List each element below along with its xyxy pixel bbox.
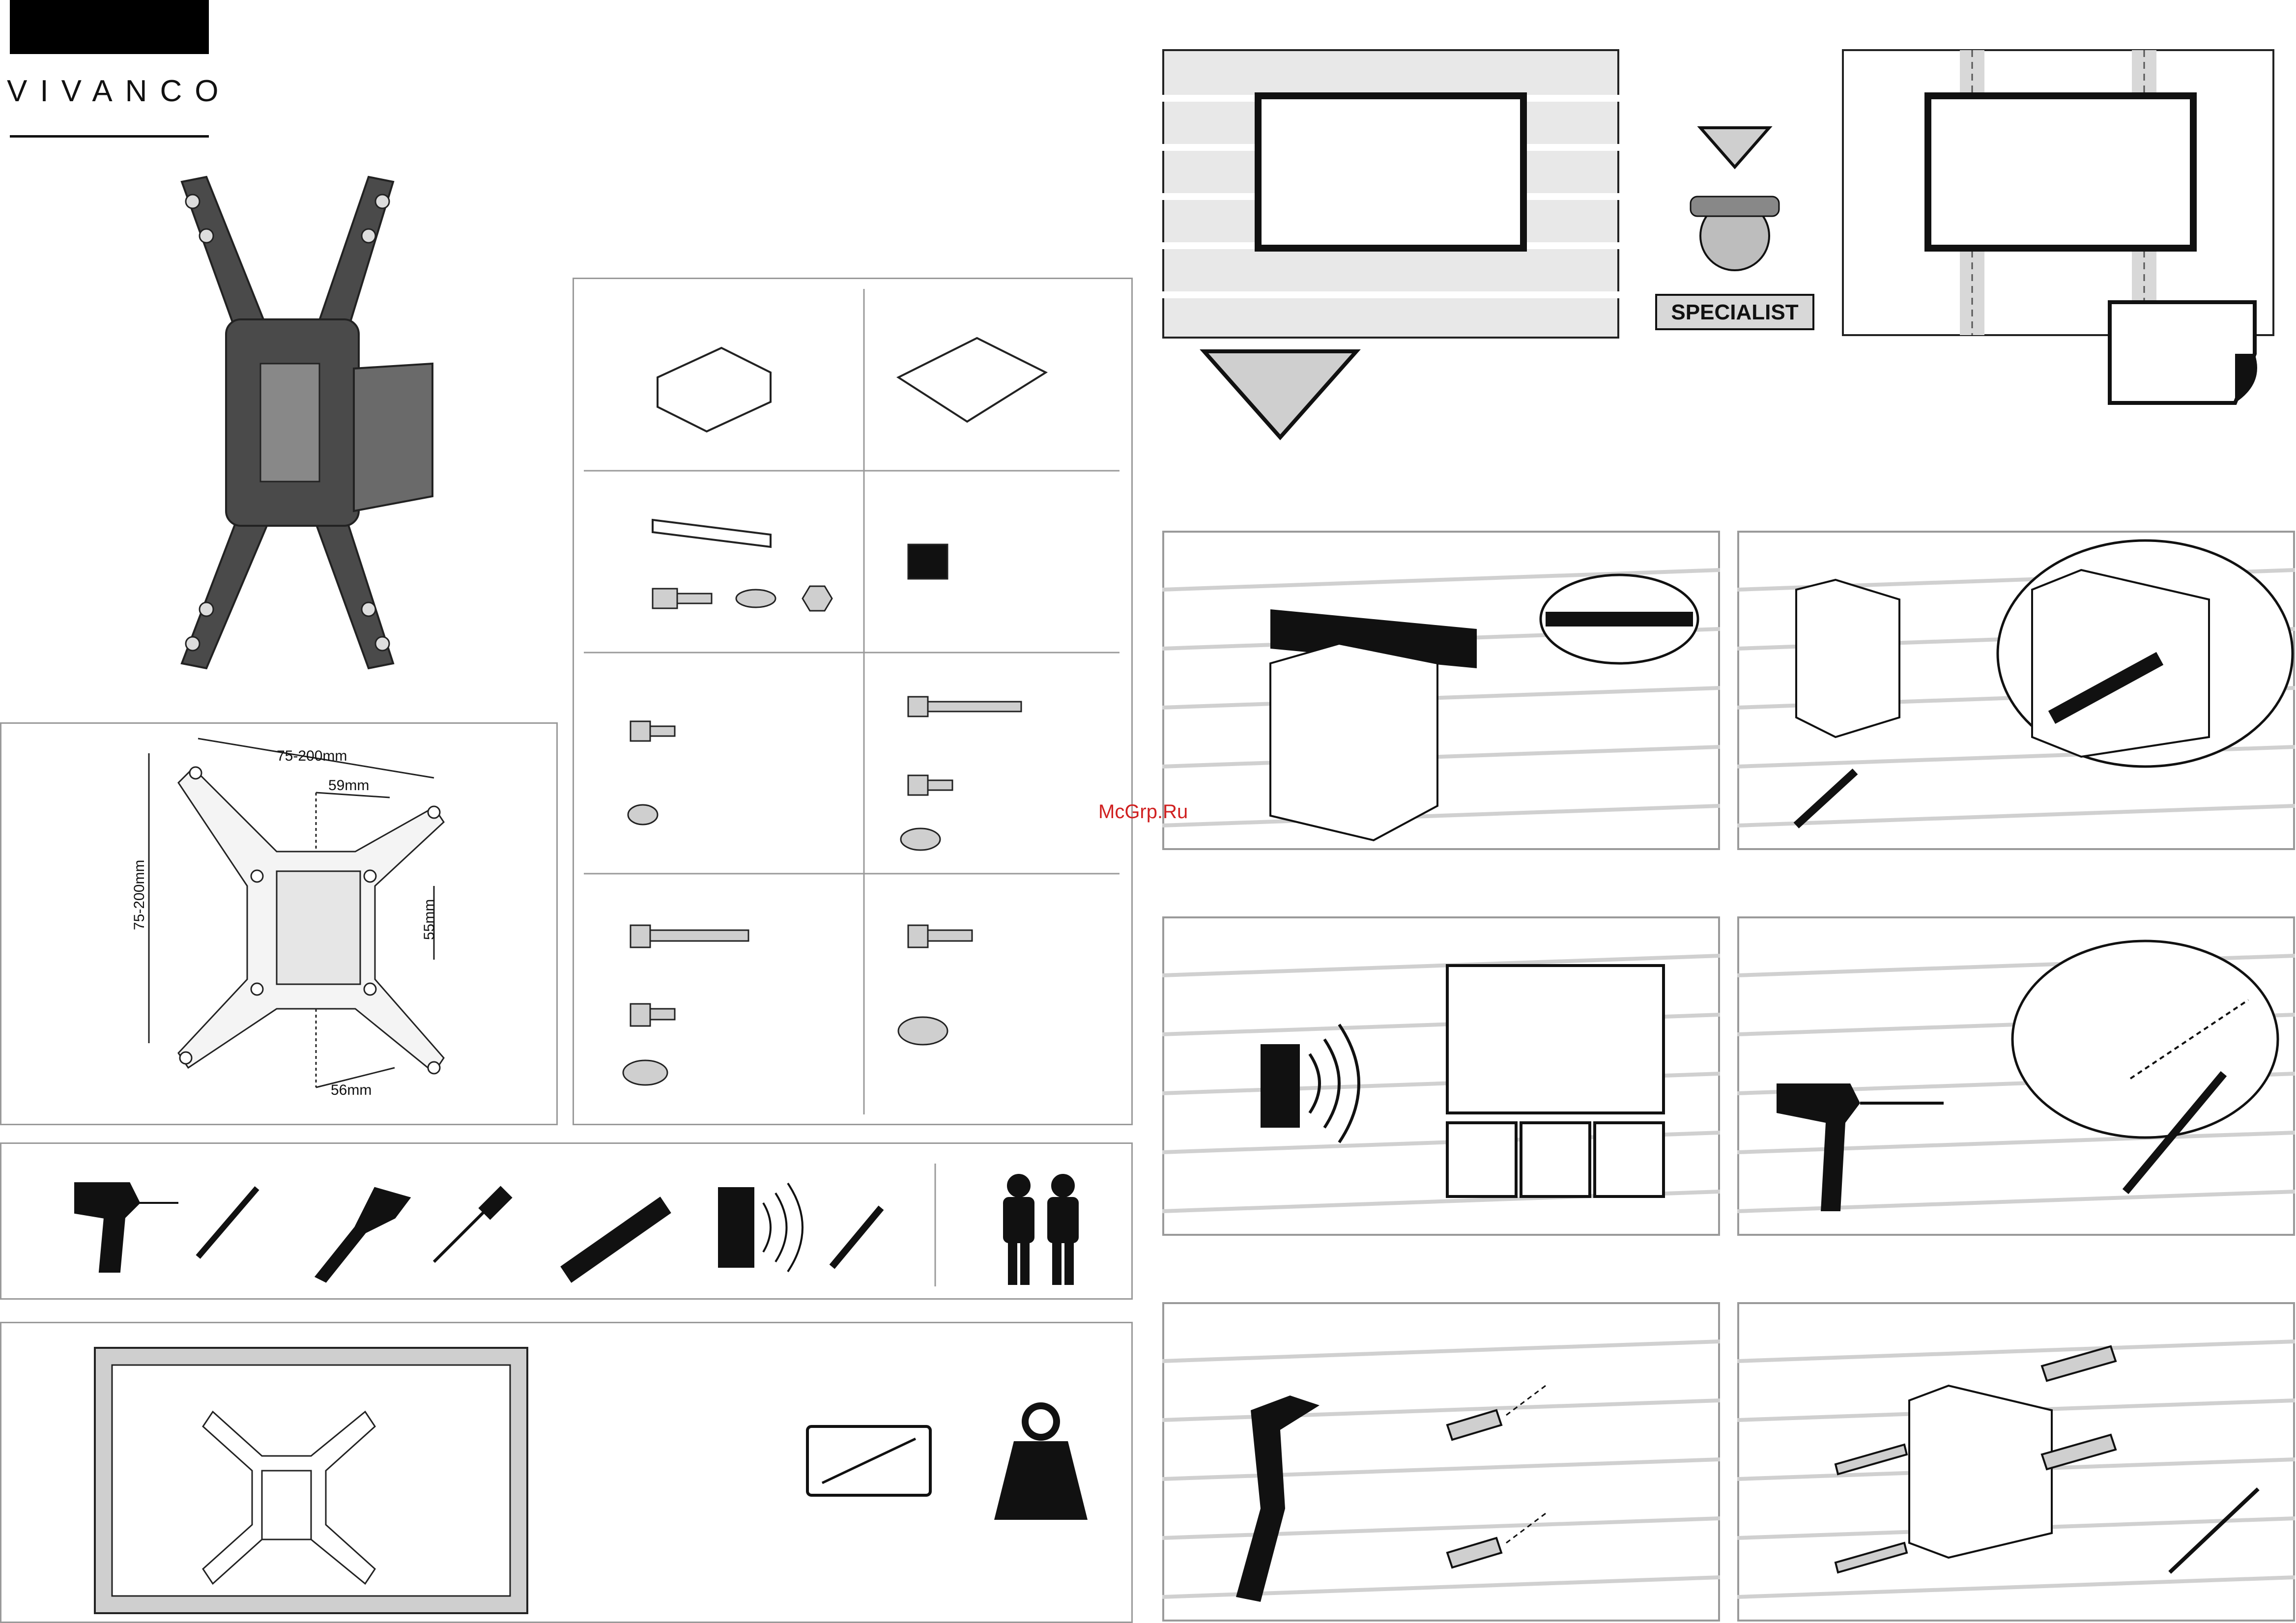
step-screw-panel (1737, 1302, 2295, 1622)
spirit-level-icon (562, 1198, 670, 1281)
pencil-icon (832, 1208, 881, 1267)
dim-vesa-horizontal: 75-200mm (277, 748, 347, 764)
dim-slot-height: 55mm (421, 899, 437, 940)
drill-icon (75, 1183, 139, 1272)
solid-wall-arrow (1199, 346, 1361, 445)
step-detect-panel (1162, 916, 1720, 1236)
dimensions-panel: 75-200mm 59mm 75-200mm 55mm 56mm (0, 722, 558, 1125)
step-mark-panel (1737, 531, 2295, 850)
brand-bar (10, 0, 209, 54)
specialist-badge: SPECIALIST (1651, 123, 1818, 339)
watermark: McGrp.Ru (1098, 801, 1188, 823)
screen-size-icon (807, 1426, 930, 1495)
step-hammer-panel (1162, 1302, 1720, 1622)
brand-rule (10, 135, 209, 138)
drill-bit-icon (198, 1188, 257, 1257)
weight-icon (994, 1406, 1088, 1520)
tv-weight-panel (0, 1322, 1133, 1623)
dim-bottom-width: 56mm (331, 1082, 372, 1098)
detector-icon (719, 1188, 753, 1267)
brand-name: VIVANCO (7, 74, 213, 109)
dim-slot-width: 59mm (328, 777, 369, 794)
solid-wall-panel (1162, 49, 1619, 339)
step-level-panel (1162, 531, 1720, 850)
two-persons-icon (1004, 1175, 1078, 1284)
hammer-icon (316, 1188, 409, 1281)
stud-wall-panel (1842, 49, 2274, 408)
parts-panel (573, 278, 1133, 1125)
dim-vesa-vertical: 75-200mm (131, 860, 147, 930)
product-image (147, 172, 452, 693)
step-drill-panel (1737, 916, 2295, 1236)
specialist-label: SPECIALIST (1671, 300, 1798, 324)
tools-panel (0, 1142, 1133, 1300)
